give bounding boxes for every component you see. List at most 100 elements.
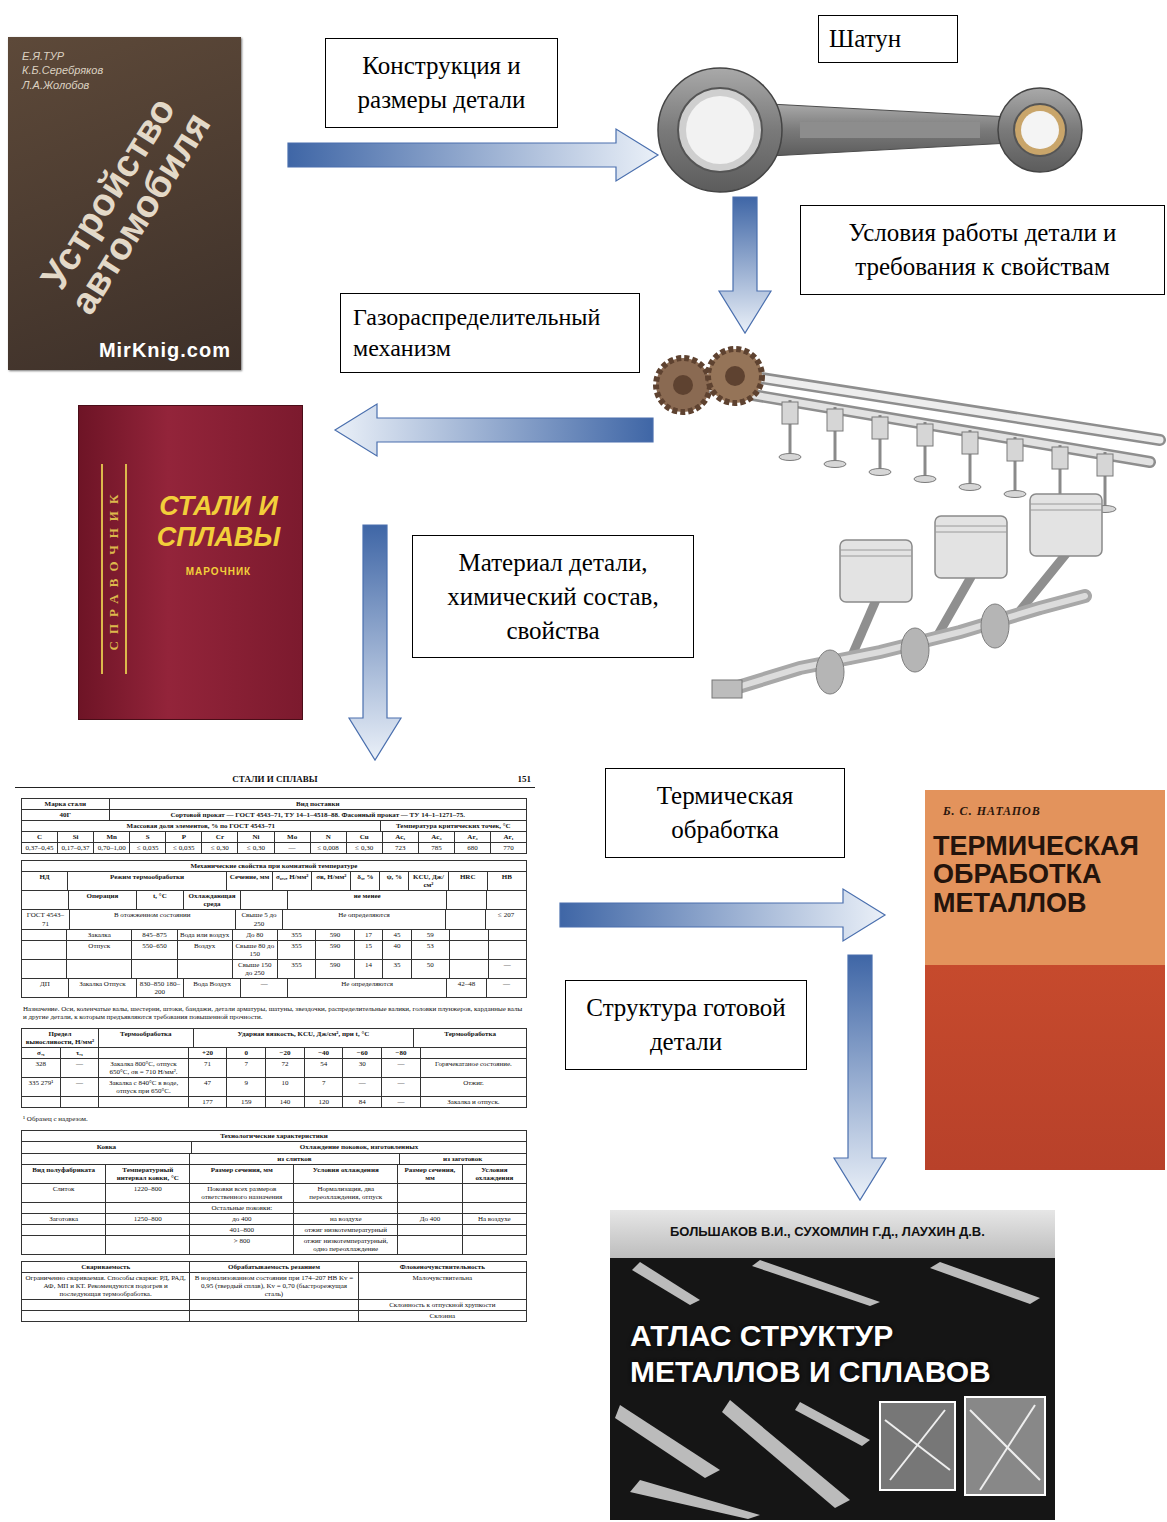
table-cell: C bbox=[22, 832, 58, 843]
valve-train-engine bbox=[712, 680, 742, 698]
table-cell: Mn bbox=[94, 832, 130, 843]
arrow-caption-box: Термическая обработка bbox=[605, 768, 845, 858]
table-cell: Свыше 80 до 150 bbox=[233, 941, 278, 960]
table-cell: из заготовок bbox=[400, 1154, 528, 1165]
table-cell: 10 bbox=[266, 1078, 305, 1097]
microstructure-cover bbox=[970, 1410, 1040, 1480]
table-cell: ¹ Образец с надрезом. bbox=[21, 1114, 527, 1124]
table-cell: 590 bbox=[316, 960, 354, 979]
table-cell-empty bbox=[398, 1184, 462, 1203]
table-cell: не менее bbox=[288, 891, 447, 910]
arrow-caption-box: Условия работы детали и требования к сво… bbox=[800, 205, 1165, 295]
table-cell-empty bbox=[106, 1225, 190, 1236]
table-cell: Ar₃ bbox=[455, 832, 491, 843]
microstructure-cover bbox=[610, 1210, 1055, 1520]
valve-train-engine bbox=[1030, 494, 1102, 556]
table-row: Технологические характеристики bbox=[22, 1131, 527, 1142]
book-title: АТЛАС СТРУКТУР МЕТАЛЛОВ И СПЛАВОВ bbox=[630, 1318, 1035, 1390]
microstructure-cover bbox=[890, 1410, 945, 1480]
table-cell-empty bbox=[398, 1225, 462, 1236]
table-cell: Не определяются bbox=[283, 910, 445, 929]
table-cell: Назначение. Оси, коленчатые валы, шестер… bbox=[21, 1004, 527, 1022]
arrow-caption-box: Структура готовой детали bbox=[565, 980, 807, 1070]
table-cell: Вид полуфабриката bbox=[22, 1165, 106, 1184]
table-row: Свыше 150 до 250355590143550— bbox=[22, 960, 527, 979]
book-cover: Б. С. НАТАПОВТЕРМИЧЕСКАЯ ОБРАБОТКА МЕТАЛ… bbox=[925, 790, 1165, 1170]
microstructure-cover bbox=[795, 1402, 870, 1446]
valve-train-engine bbox=[748, 376, 1160, 440]
table-cell-empty bbox=[22, 1236, 106, 1255]
table-cell-empty bbox=[450, 960, 488, 979]
table-cell: 680 bbox=[455, 843, 491, 854]
table-cell: Заготовка bbox=[22, 1214, 106, 1225]
table-row: Отпуск550–650ВоздухСвыше 80 до 150355590… bbox=[22, 941, 527, 960]
part-name-box: Шатун bbox=[818, 15, 958, 63]
table-cell-empty bbox=[489, 930, 527, 941]
table-row: из слитковиз заготовок bbox=[22, 1154, 527, 1165]
valve-train-engine bbox=[840, 550, 912, 551]
table-cell: Ac₃ bbox=[419, 832, 455, 843]
table-cell: Горячекатаное состояние. bbox=[421, 1059, 527, 1078]
table-cell: ≤ 0,008 bbox=[311, 843, 347, 854]
table-cell: Охлаждение поковок, изготовленных bbox=[192, 1142, 527, 1153]
table-cell: 1250–800 bbox=[106, 1214, 190, 1225]
book-series: СПРАВОЧНИК bbox=[101, 464, 127, 674]
table-cell: Закалка 800°С, отпуск 650°С, σв = 710 Н/… bbox=[99, 1059, 188, 1078]
table-cell: 401–800 bbox=[190, 1225, 294, 1236]
table-cell: Отпуск bbox=[67, 941, 132, 960]
table-cell-empty bbox=[132, 960, 177, 979]
table-cell-empty bbox=[22, 891, 69, 910]
table-cell: 59 bbox=[412, 930, 450, 941]
table-cell: 7 bbox=[227, 1059, 266, 1078]
table-cell: 159 bbox=[227, 1097, 266, 1108]
table-cell: Слиток bbox=[22, 1184, 106, 1203]
table-cell-empty bbox=[190, 1300, 358, 1311]
table-cell-empty bbox=[463, 1184, 527, 1203]
table-cell: 830–850 180–200 bbox=[137, 979, 184, 998]
valve-train-engine bbox=[935, 532, 1007, 533]
valve-train-engine bbox=[782, 402, 798, 424]
table-cell: 0,70–1,00 bbox=[94, 843, 130, 854]
table-cell-empty bbox=[22, 941, 67, 960]
connecting-rod bbox=[678, 88, 762, 172]
microstructure-cover bbox=[885, 1405, 1040, 1490]
valve-train-engine bbox=[827, 409, 843, 431]
mechanism-picture: Газораспределительный механизм bbox=[650, 335, 1165, 705]
table-cell: 140 bbox=[266, 1097, 305, 1108]
table-row: 401–800отжиг низкотемпературный bbox=[22, 1225, 527, 1236]
arrow-caption-box: Материал детали, химический состав, свой… bbox=[412, 535, 694, 658]
table-cell: Воздух bbox=[178, 941, 233, 960]
table-row: Механические свойства при комнатной темп… bbox=[22, 861, 527, 872]
valve-train-engine bbox=[1007, 439, 1023, 461]
table-cell-empty bbox=[450, 941, 488, 960]
table-cell: Температурный интервал ковки, °С bbox=[106, 1165, 190, 1184]
microstructure-cover bbox=[632, 1262, 700, 1305]
valve-train-engine bbox=[748, 376, 1160, 440]
table-cell: ≤ 0,30 bbox=[202, 843, 238, 854]
table-cell: на воздухе bbox=[294, 1214, 398, 1225]
table-cell: Термообработка bbox=[99, 1029, 194, 1048]
header-rule bbox=[15, 787, 535, 788]
table-cell: Ковка bbox=[22, 1142, 192, 1153]
table-cell: −80 bbox=[382, 1048, 421, 1059]
valve-train-engine bbox=[917, 424, 933, 446]
microstructure-cover bbox=[615, 1405, 720, 1478]
table-cell: Механические свойства при комнатной темп… bbox=[22, 861, 527, 872]
table-row: 335 279¹—Закалка с 840°С в воде, отпуск … bbox=[22, 1078, 527, 1097]
table-cell-empty bbox=[450, 930, 488, 941]
table-cell: Cr bbox=[202, 832, 238, 843]
table-cell: −20 bbox=[266, 1048, 305, 1059]
table-cell-empty bbox=[487, 891, 527, 910]
valve-train-engine bbox=[824, 461, 846, 468]
table-cell: Ni bbox=[238, 832, 274, 843]
table-cell: 30 bbox=[343, 1059, 382, 1078]
block-arrow bbox=[834, 955, 886, 1200]
table-cell: 355 bbox=[278, 941, 316, 960]
table-cell-empty bbox=[22, 1154, 190, 1165]
table-cell: δ₅, % bbox=[351, 872, 380, 891]
table-cell: Размер сечения, мм bbox=[398, 1165, 462, 1184]
table-cell-empty bbox=[106, 1236, 190, 1255]
table-cell: Обрабатываемость резанием bbox=[190, 1262, 358, 1273]
microstructure-cover bbox=[980, 1405, 1035, 1490]
table-cell-empty bbox=[178, 960, 233, 979]
